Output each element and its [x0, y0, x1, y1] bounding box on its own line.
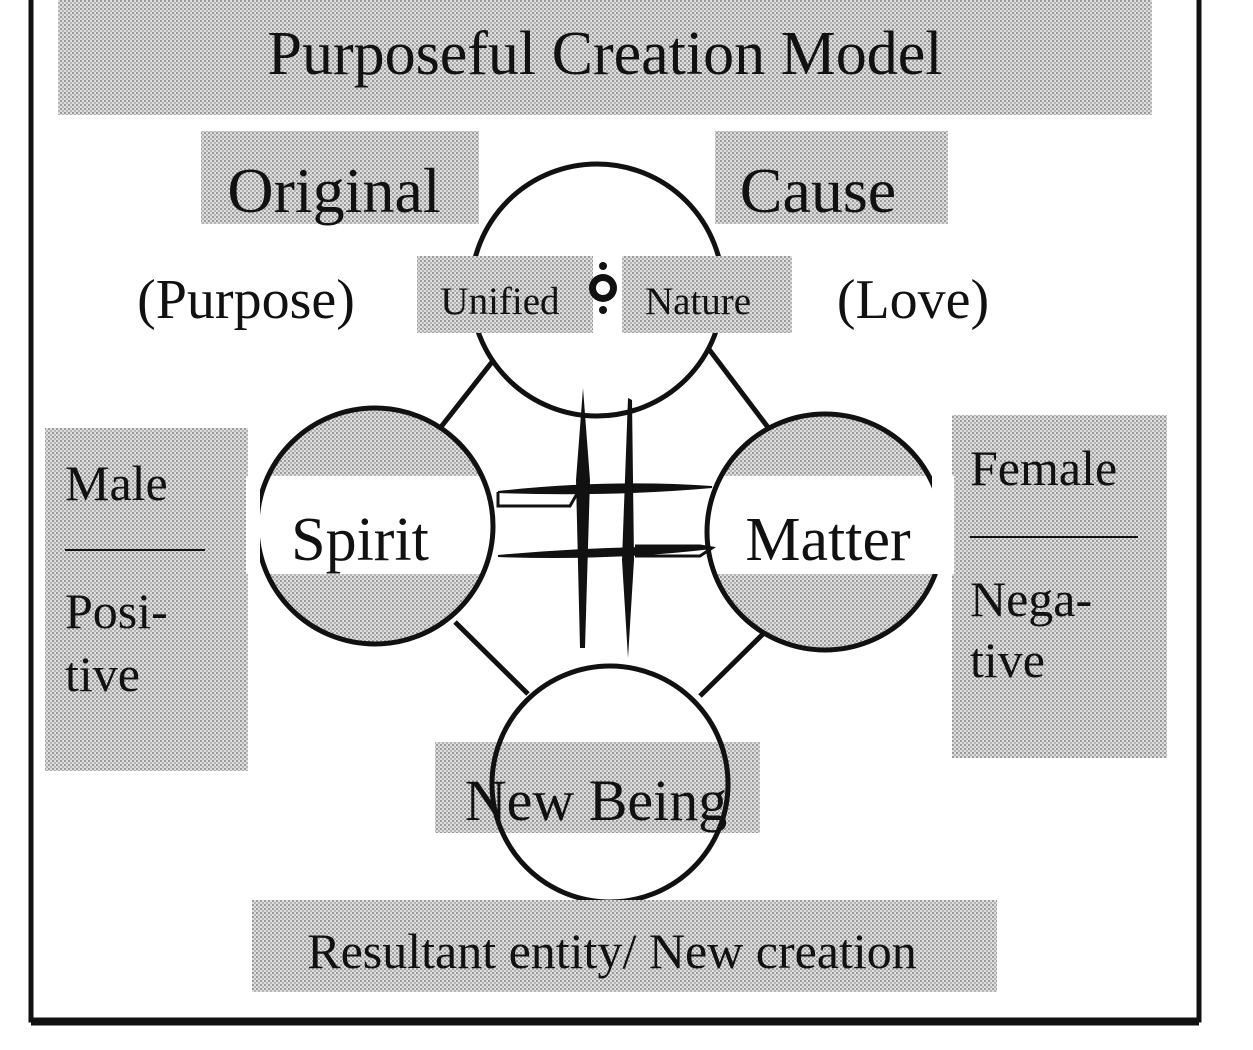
purpose-label: (Purpose): [137, 269, 355, 331]
title-bar: [58, 0, 1152, 115]
connector-top-spirit: [435, 360, 494, 434]
matter-circle: [704, 411, 954, 653]
male-label: Male: [65, 455, 168, 511]
connector-matter-bottom: [698, 630, 767, 698]
cause-label: Cause: [740, 155, 896, 226]
male-positive-box: [45, 428, 248, 771]
nature-label: Nature: [645, 280, 751, 323]
cause-box: [715, 131, 948, 224]
bottom-caption: Resultant entity/ New creation: [307, 923, 917, 979]
negative-label-line1: Nega-: [970, 571, 1092, 627]
nature-box: [622, 256, 792, 333]
positive-label-line2: tive: [65, 646, 140, 702]
diagram-title: Purposeful Creation Model: [267, 20, 942, 88]
love-label: (Love): [837, 269, 989, 331]
connector-top-matter: [706, 346, 772, 432]
spirit-circle: [246, 405, 496, 647]
spirit-label: Spirit: [291, 506, 429, 574]
new-being-box: [435, 742, 760, 833]
negative-label-line2: tive: [970, 632, 1045, 688]
original-box: [201, 131, 479, 224]
original-label: Original: [227, 155, 440, 226]
unified-label: Unified: [440, 280, 560, 323]
connector-spirit-bottom: [453, 620, 530, 696]
unified-box: [417, 256, 593, 333]
unity-seed-icon: [589, 262, 617, 314]
matter-label: Matter: [745, 506, 911, 574]
new-being-label: New Being: [465, 768, 728, 833]
female-label: Female: [970, 440, 1117, 496]
give-and-take-arrows: [496, 388, 716, 658]
female-negative-box: [952, 415, 1167, 758]
positive-label-line1: Posi-: [65, 583, 168, 639]
caption-box: [252, 900, 997, 992]
